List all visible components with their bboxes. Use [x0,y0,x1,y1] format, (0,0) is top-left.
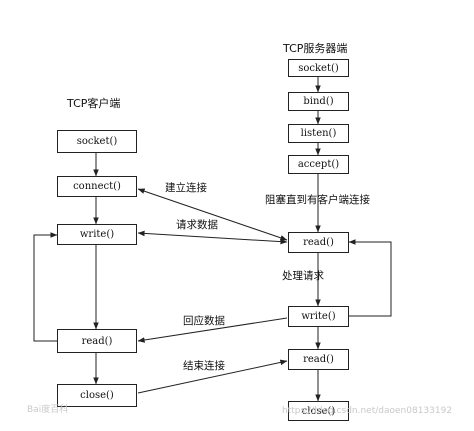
client-socket-node: socket() [57,130,137,153]
server-title: TCP服务器端 [283,42,348,55]
client-title: TCP客户端 [67,97,121,110]
client-read-node: read() [57,329,137,353]
client-write-node: write() [57,224,137,245]
server-socket-node: socket() [288,59,349,77]
establish-connection-label: 建立连接 [165,182,207,194]
process-request-label: 处理请求 [282,270,324,282]
response-data-arrow [137,317,288,343]
watermark-right: https://blog.csdn.net/daoen08133192 [282,406,453,416]
client-loop-arrow [33,232,58,342]
server-read-node: read() [288,232,349,253]
server-read-node-2: read() [288,349,349,370]
server-accept-node: accept() [288,155,349,174]
request-data-arrow [137,230,288,245]
server-listen-node: listen() [288,124,349,143]
end-connection-label: 结束连接 [183,360,225,372]
request-data-label: 请求数据 [176,219,218,231]
response-data-label: 回应数据 [183,315,225,327]
server-bind-node: bind() [288,92,349,111]
end-connection-arrow [137,359,288,394]
client-close-node: close() [57,384,137,407]
server-loop-arrow [348,239,392,317]
server-write-node: write() [288,306,349,327]
watermark-left: Bai度百科 [27,405,69,415]
server-close-node: close() [288,401,349,421]
block-until-client-label: 阻塞直到有客户端连接 [265,194,370,206]
client-connect-node: connect() [57,176,137,197]
